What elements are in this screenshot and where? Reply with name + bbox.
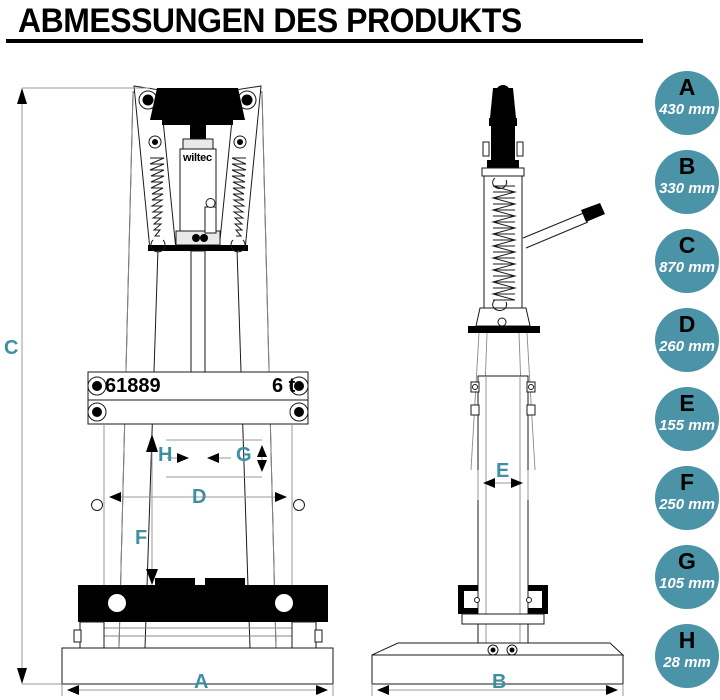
dim-label-a: A bbox=[194, 671, 209, 693]
side-column bbox=[477, 375, 529, 647]
side-pump-handle bbox=[522, 203, 605, 249]
dim-h-arrow bbox=[146, 434, 158, 452]
jack-collar bbox=[182, 138, 214, 150]
dim-label-c: C bbox=[4, 337, 19, 359]
side-jack-collar bbox=[481, 167, 525, 177]
dim-label-d: D bbox=[192, 486, 207, 508]
badge-value: 330 mm bbox=[659, 180, 715, 197]
title-underline bbox=[6, 39, 643, 43]
jack-mount-bar bbox=[148, 245, 248, 251]
model-number-label: 61889 bbox=[105, 375, 161, 397]
side-jack-ram bbox=[491, 126, 515, 160]
front-right-foot bbox=[291, 621, 317, 649]
side-spring bbox=[491, 177, 517, 311]
side-anvil-right bbox=[528, 585, 548, 614]
side-mount-bar bbox=[468, 326, 540, 333]
side-view-press bbox=[371, 85, 625, 685]
badge-letter: C bbox=[678, 232, 696, 258]
title-block: ABMESSUNGEN DES PRODUKTS bbox=[0, 0, 720, 46]
front-upper-crossbeam-2 bbox=[87, 399, 309, 425]
front-head-plate bbox=[150, 88, 245, 120]
dim-c-arrow-bottom bbox=[17, 668, 27, 684]
badge-value: 28 mm bbox=[663, 654, 711, 671]
dim-label-b: B bbox=[492, 671, 507, 693]
badge-letter: H bbox=[678, 627, 696, 653]
badge-letter: B bbox=[678, 153, 696, 179]
badge-letter: E bbox=[679, 390, 695, 416]
badge-value: 155 mm bbox=[659, 417, 715, 434]
badge-value: 430 mm bbox=[659, 101, 715, 118]
badge-value: 260 mm bbox=[659, 338, 715, 355]
badge-letter: D bbox=[678, 311, 696, 337]
side-anvil-left bbox=[458, 585, 478, 614]
badge-letter: G bbox=[678, 548, 696, 574]
dim-label-f: F bbox=[135, 527, 148, 549]
dim-label-h: H bbox=[158, 444, 173, 466]
front-bed-block-left bbox=[155, 578, 195, 585]
dim-c-arrow-top bbox=[17, 88, 27, 104]
dim-label-e: E bbox=[496, 460, 510, 482]
jack-release-valve bbox=[204, 206, 217, 234]
badge-value: 105 mm bbox=[659, 575, 715, 592]
front-left-spring bbox=[149, 157, 166, 253]
dim-f-arrow bbox=[146, 569, 158, 585]
brand-label: wiltec bbox=[183, 152, 212, 164]
badge-letter: F bbox=[679, 469, 695, 495]
badge-letter: A bbox=[678, 74, 696, 100]
ram-rod bbox=[190, 250, 206, 374]
badge-value: 250 mm bbox=[659, 496, 715, 513]
front-view-press bbox=[61, 85, 334, 685]
badge-value: 870 mm bbox=[659, 259, 715, 276]
dim-label-g: G bbox=[236, 444, 252, 466]
front-bed-block-right bbox=[205, 578, 245, 585]
front-left-foot bbox=[79, 621, 105, 649]
capacity-label: 6 t bbox=[272, 375, 296, 397]
pump-handle-grip bbox=[581, 203, 605, 222]
front-upper-crossbeam bbox=[87, 371, 309, 401]
front-right-spring bbox=[230, 157, 247, 253]
dimension-lines bbox=[17, 87, 624, 696]
page-title: ABMESSUNGEN DES PRODUKTS bbox=[18, 2, 522, 40]
side-jack-head bbox=[490, 88, 516, 118]
